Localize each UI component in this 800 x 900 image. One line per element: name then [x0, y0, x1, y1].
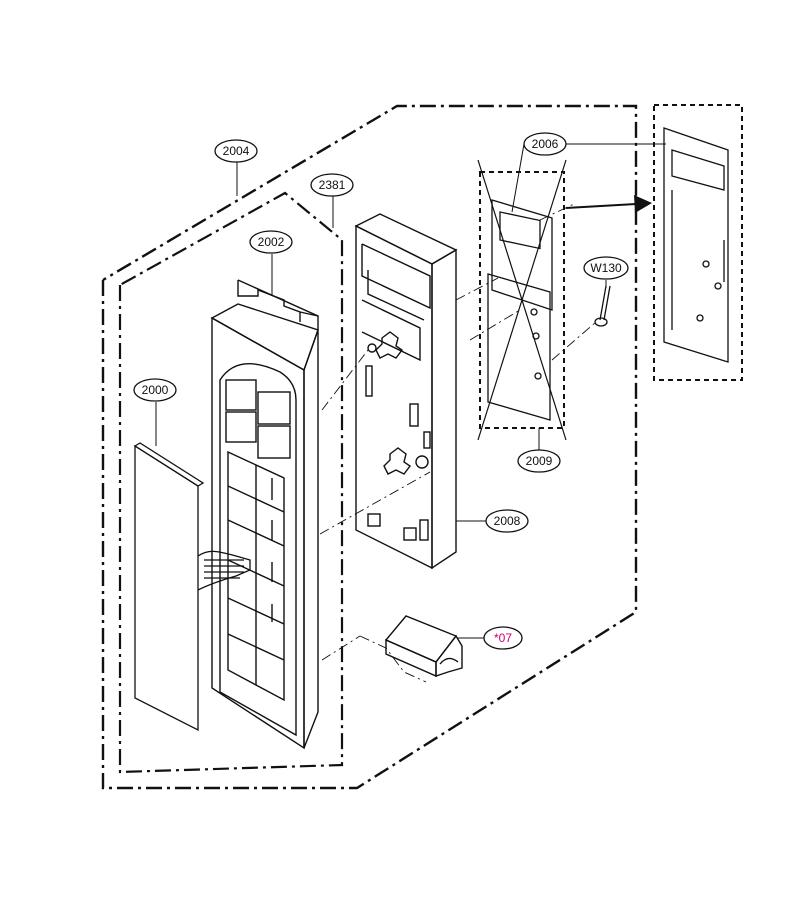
obsolete-pcb-box	[479, 171, 565, 429]
callout-w130: W130	[583, 256, 629, 280]
callout-2006: 2006	[523, 132, 567, 156]
svg-text:*07: *07	[494, 631, 512, 645]
svg-text:W130: W130	[590, 261, 622, 275]
part-2000-membrane	[133, 442, 251, 732]
part-07-clip	[384, 615, 463, 678]
replacement-pcb-box	[653, 104, 743, 381]
svg-text:2000: 2000	[142, 383, 169, 397]
callout-2381: 2381	[310, 173, 354, 197]
callout-2009: 2009	[517, 449, 561, 473]
assembly-boundary-2004	[101, 104, 638, 790]
callout-2004: 2004	[214, 139, 258, 163]
part-2008-bracket	[354, 213, 458, 570]
svg-text:2009: 2009	[526, 454, 553, 468]
assembly-boundary-2381	[118, 191, 344, 774]
svg-text:2006: 2006	[532, 137, 559, 151]
part-w130-screw	[594, 285, 611, 327]
callout-07: *07	[483, 626, 523, 650]
svg-text:2008: 2008	[494, 514, 521, 528]
svg-text:2381: 2381	[319, 178, 346, 192]
svg-text:2004: 2004	[223, 144, 250, 158]
part-2002-control-frame	[210, 279, 319, 750]
part-2006-pcb-crossed	[477, 159, 567, 441]
leader-lines	[155, 143, 666, 639]
assembly-guide-lines	[319, 203, 597, 683]
callout-2002: 2002	[249, 230, 293, 254]
callout-2000: 2000	[133, 378, 177, 402]
part-2006-pcb-replacement	[663, 127, 729, 363]
callout-2008: 2008	[485, 509, 529, 533]
replacement-arrow	[565, 195, 652, 213]
svg-text:2002: 2002	[258, 235, 285, 249]
